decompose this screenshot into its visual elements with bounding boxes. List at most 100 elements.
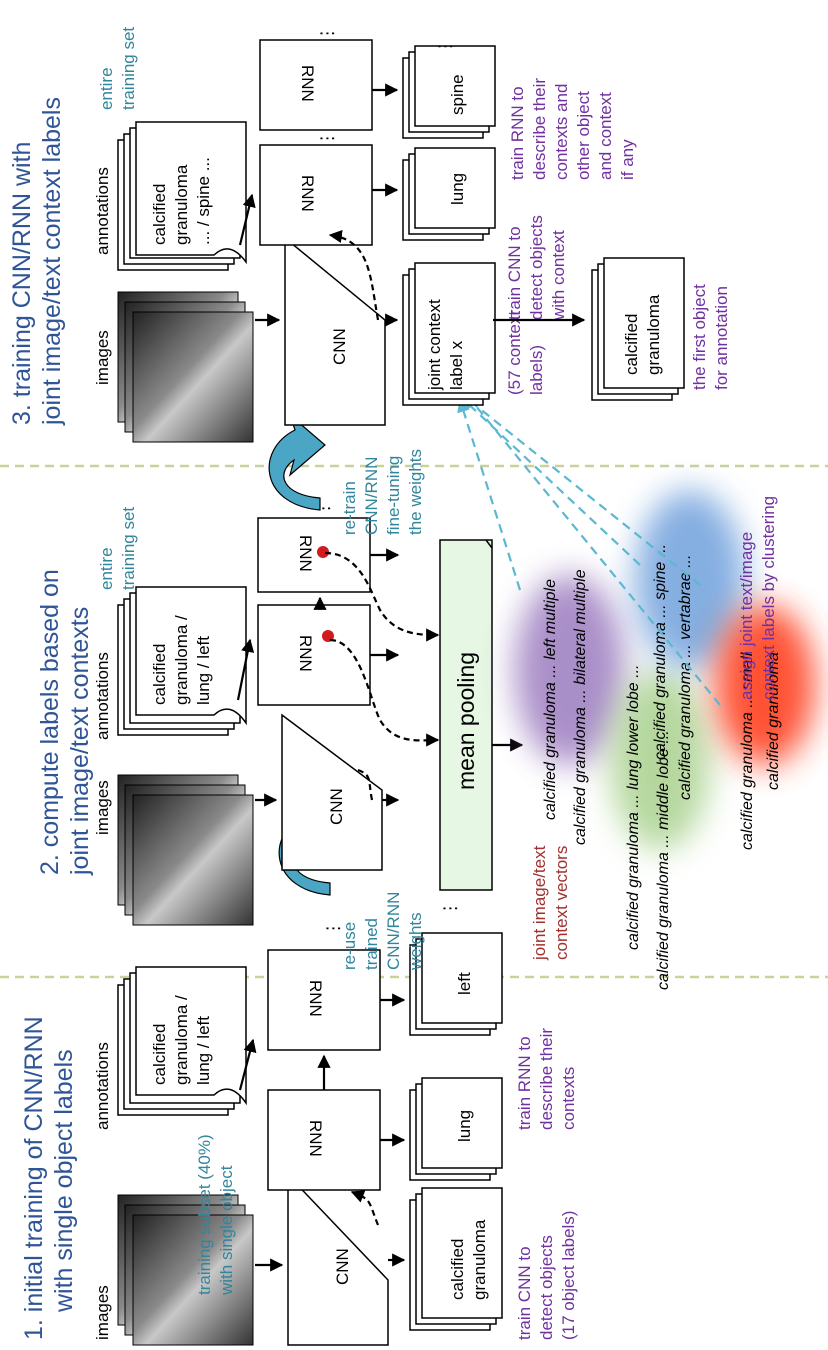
stage-1-rnn-note-line2: describe their: [537, 1028, 556, 1130]
stage-1-cnn-output-line1: calcified: [448, 1239, 467, 1300]
cluster-purple: [515, 575, 625, 765]
stage-2-rnn-label-1: RNN: [296, 635, 315, 672]
stage-1-cnn-output-line2: granuloma: [470, 1219, 489, 1300]
cluster-blue: [635, 490, 745, 670]
stage-3-title-line1: 3. training CNN/RNN with: [8, 142, 36, 425]
assign-label-line1: assign joint text/image: [737, 532, 756, 700]
stage-3-rnn-output-stack-2: [402, 45, 496, 139]
stage-3-title-line2: joint image/text context labels: [38, 97, 66, 426]
stage-2-set-line1: entire: [97, 547, 116, 590]
mean-pooling-label: mean pooling: [453, 652, 479, 790]
stage-3-rnn-block-1: [259, 144, 373, 246]
transition-2-line4: the weights: [406, 449, 425, 535]
stage-2-title-line2: joint image/text contexts: [66, 607, 94, 876]
transition-2-line1: re-train: [340, 481, 359, 535]
cluster-red: [715, 605, 815, 765]
transition-2-line2: CNN/RNN: [362, 457, 381, 535]
stage-2-cnn-label: CNN: [327, 788, 346, 825]
transition-1-line2: trained: [362, 918, 381, 970]
context-text-1: calcified granuloma ... left multiple: [542, 579, 559, 820]
stage-1-cnn-note-line1: train CNN to: [515, 1246, 534, 1340]
stage-1-cnn-note-line2: detect objects: [537, 1235, 556, 1340]
stage-1-rnn-output-stack-2: [409, 932, 503, 1036]
stage-3-rnn-dots-2: ⋮: [318, 25, 337, 42]
stage-1: 1. initial training of CNN/RNN with sing…: [20, 900, 578, 1346]
stage-3-images-label: images: [93, 330, 112, 385]
stage-1-subset-line1: training subset (40%): [195, 1134, 214, 1295]
stage-1-annotation-line3: lung / left: [194, 1016, 213, 1085]
stage-3-rnn-note-line6: if any: [618, 139, 637, 180]
context-text-3: calcified granuloma ... lung lower lobe …: [625, 665, 642, 950]
stage-3-joint-label-stack: [402, 262, 496, 406]
stage-1-images-label: images: [93, 1285, 112, 1340]
stage-3-set-line2: training set: [119, 27, 138, 110]
stage-3-rnn-block-2: [259, 39, 373, 131]
stage-3-cnn-note-line1: train CNN to: [505, 226, 524, 320]
context-text-5: calcified granuloma ... spine ...: [652, 544, 669, 760]
stage-3-set-line1: entire: [97, 67, 116, 110]
stage-3-rnn-output-1: lung: [448, 173, 467, 205]
context-text-2: calcified granuloma ... bilateral multip…: [572, 569, 589, 845]
stage-2-cnn-block: [281, 713, 383, 871]
stage-3-rnn-label-1: RNN: [298, 175, 317, 212]
stage-1-cnn-block: [287, 1173, 389, 1346]
stage-3-annotation-line2: granuloma: [172, 164, 191, 245]
stage-3-rnn-output-stack-1: [402, 147, 496, 241]
stage-3-cnn-note-line2: detect objects: [527, 215, 546, 320]
stage-1-title-line2: with single object labels: [50, 1049, 78, 1313]
stage-3-context-count-line2: labels): [527, 345, 546, 395]
stage-2-set-line2: training set: [119, 507, 138, 590]
stage-3-rnn-note-line3: contexts and: [552, 84, 571, 180]
vectors-label-line2: context vectors: [552, 846, 571, 960]
first-object-note-line1: the first object: [690, 284, 709, 390]
stage-1-cnn-note-line3: (17 object labels): [559, 1211, 578, 1340]
stage-3-first-object-line2: granuloma: [644, 294, 663, 375]
context-text-6: calcified granuloma ... vertabrae ...: [677, 555, 694, 800]
stage-1-rnn-output-1: lung: [455, 1110, 474, 1142]
context-text-4: calcified granuloma ... middle lobe ...: [655, 730, 672, 990]
stage-3-first-object-stack: [591, 257, 685, 401]
stage-2-rnn-label-2: RNN: [296, 535, 315, 572]
transition-2-line3: fine-tuning: [384, 456, 403, 535]
stage-2-annotation-line3: lung / left: [194, 636, 213, 705]
vectors-label-line1: joint image/text: [530, 845, 549, 961]
stage-3-annotation-line3: ... / spine ...: [194, 157, 213, 245]
retrain-weights-arrow: [268, 413, 326, 511]
stage-2-annotations-label: annotations: [93, 652, 112, 740]
stage-1-cnn-label: CNN: [333, 1248, 352, 1285]
stage-1-rnn-output-2: left: [455, 972, 474, 995]
stage-2-images-label: images: [93, 780, 112, 835]
cluster-green: [610, 670, 710, 850]
stage-2-rnn-state-marker-2: [317, 546, 329, 558]
transition-1-line4: weights: [406, 912, 425, 971]
stage-3-annotation-stack: [117, 121, 247, 271]
stage-1-cnn-output-stack: [409, 1187, 503, 1331]
stage-1-output-dots: ⋮: [441, 900, 460, 917]
stage-2-title-line1: 2. compute labels based on: [36, 569, 64, 875]
stage-2-xray-stack: [117, 774, 254, 926]
stage-3-rnn-note-line2: describe their: [530, 78, 549, 180]
stage-3-rnn-note-line5: and context: [596, 92, 615, 180]
stage-1-rnn-note-line1: train RNN to: [515, 1036, 534, 1130]
stage-3-rnn-note-line1: train RNN to: [508, 86, 527, 180]
stage-3-rnn-dots-1: ⋮: [318, 130, 337, 147]
context-text-8: calcified granuloma: [765, 652, 782, 790]
stage-2-annotation-line2: granuloma /: [172, 615, 191, 705]
transition-1-line3: CNN/RNN: [384, 892, 403, 970]
stage-3-annotation-line1: calcified: [150, 184, 169, 245]
stage-1-annotation-stack: [117, 966, 247, 1116]
stage-3-rnn-label-2: RNN: [298, 65, 317, 102]
stage-3-context-count-line1: (57 context: [505, 311, 524, 395]
stage-1-rnn-note-line3: contexts: [559, 1067, 578, 1130]
stage-1-subset-line2: with single object: [217, 1165, 236, 1296]
stage-3-rnn-output-2: spine: [448, 74, 467, 115]
stage-3-xray-stack: [117, 291, 254, 443]
stage-1-annotation-line2: granuloma /: [172, 995, 191, 1085]
mean-pooling-block: [439, 539, 493, 891]
stage-3-joint-label-line2: label x: [447, 340, 466, 390]
stage-3: 3. training CNN/RNN with joint image/tex…: [8, 25, 731, 443]
stage-1-annotations-label: annotations: [93, 1042, 112, 1130]
stage-1-rnn-dots: ⋮: [324, 920, 343, 937]
stage-3-annotations-label: annotations: [93, 167, 112, 255]
stage-3-joint-label-line1: joint context: [425, 299, 444, 391]
